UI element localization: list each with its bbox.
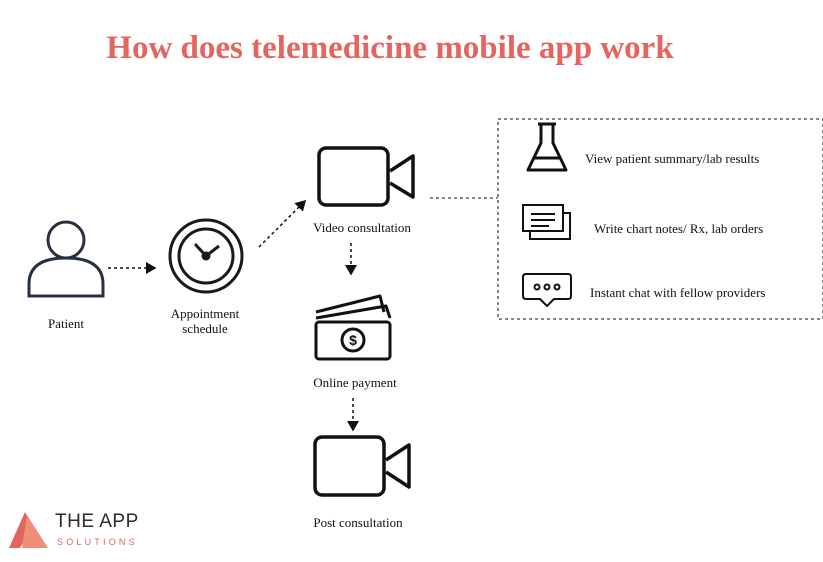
patient-label: Patient (47, 316, 85, 331)
feature-instant-chat: Instant chat with fellow providers (590, 285, 766, 300)
appointment-label: Appointment schedule (160, 306, 250, 336)
dollar-sign-icon: $ (349, 332, 357, 348)
post-consultation-label: Post consultation (313, 515, 403, 530)
logo-name: THE APP (55, 511, 139, 532)
page-title: How does telemedicine mobile app work (106, 30, 674, 66)
logo-mark-icon (9, 512, 48, 548)
feature-lab-results: View patient summary/lab results (585, 151, 760, 166)
appointment-label-line1: Appointment (170, 306, 240, 321)
patient-icon (27, 220, 105, 298)
clock-icon (168, 218, 244, 294)
post-video-camera-icon (313, 435, 411, 497)
cash-icon (314, 294, 392, 361)
features-box (497, 118, 823, 320)
video-consultation-label: Video consultation (313, 220, 411, 235)
flask-icon (526, 122, 568, 172)
chat-icon (522, 273, 572, 307)
appointment-label-line2: schedule (182, 321, 228, 336)
video-camera-icon (317, 146, 415, 207)
arrow-appointment-to-video (258, 199, 307, 248)
feature-chart-notes: Write chart notes/ Rx, lab orders (594, 221, 764, 236)
logo-tagline: SOLUTIONS (57, 537, 138, 547)
notes-icon (522, 204, 571, 240)
online-payment-label: Online payment (313, 375, 397, 390)
